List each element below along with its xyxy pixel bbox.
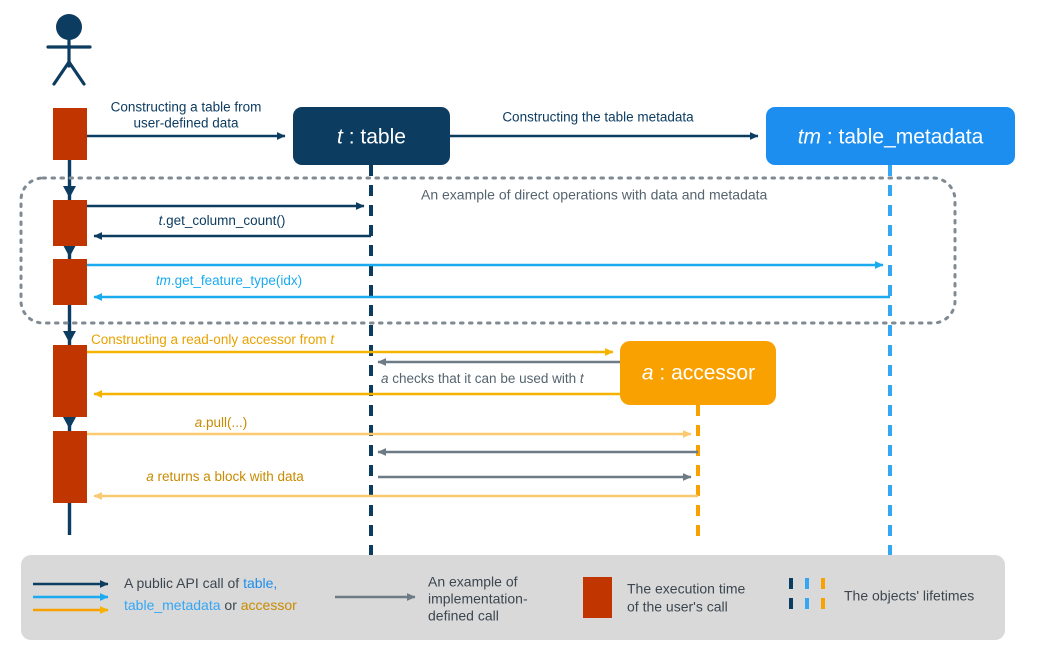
legend-label-impl-line2: implementation- <box>428 591 528 607</box>
lifeline-arrow-3-icon <box>63 331 76 343</box>
message-label-get-feature-type: tm.get_feature_type(idx) <box>156 273 302 288</box>
execution-box-2 <box>53 200 87 246</box>
message-label-construct-accessor: Constructing a read-only accessor from t <box>91 332 335 347</box>
message-accessor-returns-block: a returns a block with data <box>93 469 698 500</box>
legend-item-implementation-defined-call: An example of implementation- defined ca… <box>335 574 528 624</box>
object-box-table-metadata[interactable]: tm : table_metadata <box>766 107 1015 165</box>
execution-box-4 <box>53 345 87 417</box>
message-construct-metadata: Constructing the table metadata <box>450 110 759 140</box>
execution-box-1 <box>53 108 87 160</box>
actor-head-icon <box>56 14 82 40</box>
legend-label-objects-lifetimes: The objects' lifetimes <box>844 588 974 604</box>
message-label-accessor-pull: a.pull(...) <box>195 415 248 430</box>
object-box-accessor[interactable]: a : accessor <box>620 341 776 405</box>
legend-item-execution-time: The execution time of the user's call <box>583 577 745 618</box>
legend-background <box>21 555 1005 640</box>
message-accessor-pull: a.pull(...) <box>87 415 692 438</box>
legend-label-public-api-line2: table_metadata or accessor <box>124 597 297 613</box>
message-get-column-count: t.get_column_count() <box>87 202 371 240</box>
legend-label-impl-line1: An example of <box>428 574 518 590</box>
message-label-construct-table-line1: Constructing a table from <box>111 100 262 115</box>
message-accessor-checks: a checks that it can be used with t <box>377 358 620 386</box>
actor-body-icon <box>46 38 92 86</box>
execution-boxes <box>53 108 87 503</box>
three-arrows-icon <box>33 580 109 614</box>
message-label-accessor-returns-block: a returns a block with data <box>146 469 304 484</box>
legend-label-execution-line1: The execution time <box>627 581 745 597</box>
message-construct-accessor: Constructing a read-only accessor from t <box>87 332 620 398</box>
execution-box-3 <box>53 259 87 305</box>
message-label-construct-table-line2: user-defined data <box>133 116 239 131</box>
message-get-feature-type: tm.get_feature_type(idx) <box>87 261 890 301</box>
object-label-table: t : table <box>337 125 406 148</box>
message-construct-table: Constructing a table from user-defined d… <box>87 100 286 140</box>
object-label-accessor: a : accessor <box>642 361 755 384</box>
dashed-lifelines-icon <box>789 578 825 618</box>
message-label-construct-metadata: Constructing the table metadata <box>502 110 694 125</box>
legend-item-public-api-call: A public API call of table, table_metada… <box>33 575 297 614</box>
message-label-accessor-checks: a checks that it can be used with t <box>381 371 585 386</box>
object-box-table[interactable]: t : table <box>293 107 450 165</box>
frame-note-label: An example of direct operations with dat… <box>421 187 768 203</box>
actor-user <box>46 14 92 86</box>
lifeline-arrow-4-icon <box>63 417 76 429</box>
lifeline-arrow-2-icon <box>63 245 76 257</box>
legend: A public API call of table, table_metada… <box>21 555 1005 640</box>
lifeline-arrow-1-icon <box>63 186 76 198</box>
execution-box-5 <box>53 431 87 503</box>
object-label-table-metadata: tm : table_metadata <box>798 125 984 148</box>
direct-operations-frame: An example of direct operations with dat… <box>19 176 957 325</box>
legend-item-objects-lifetimes: The objects' lifetimes <box>789 578 974 618</box>
message-impl-pull-return <box>377 448 698 481</box>
legend-label-impl-line3: defined call <box>428 608 499 624</box>
legend-label-execution-line2: of the user's call <box>627 599 728 615</box>
red-block-icon <box>583 577 612 618</box>
message-label-get-column-count: t.get_column_count() <box>159 213 286 228</box>
legend-label-public-api-line1: A public API call of table, <box>124 575 277 591</box>
